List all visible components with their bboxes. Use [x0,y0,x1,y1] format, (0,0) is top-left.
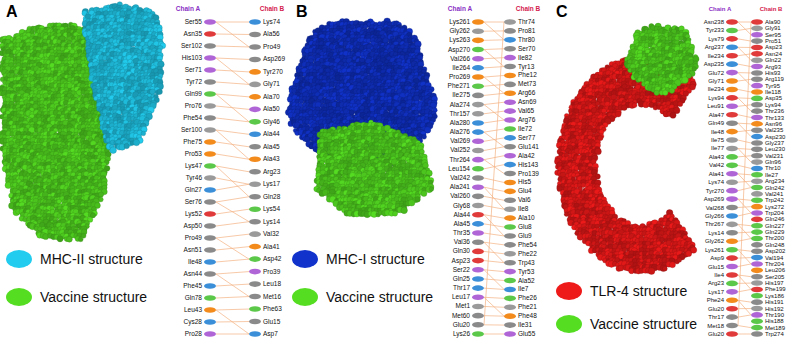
atom-sphere [66,236,72,242]
atom-sphere [78,237,83,242]
atom-sphere [98,192,103,197]
atom-sphere [57,199,62,204]
atom-sphere [57,236,63,242]
